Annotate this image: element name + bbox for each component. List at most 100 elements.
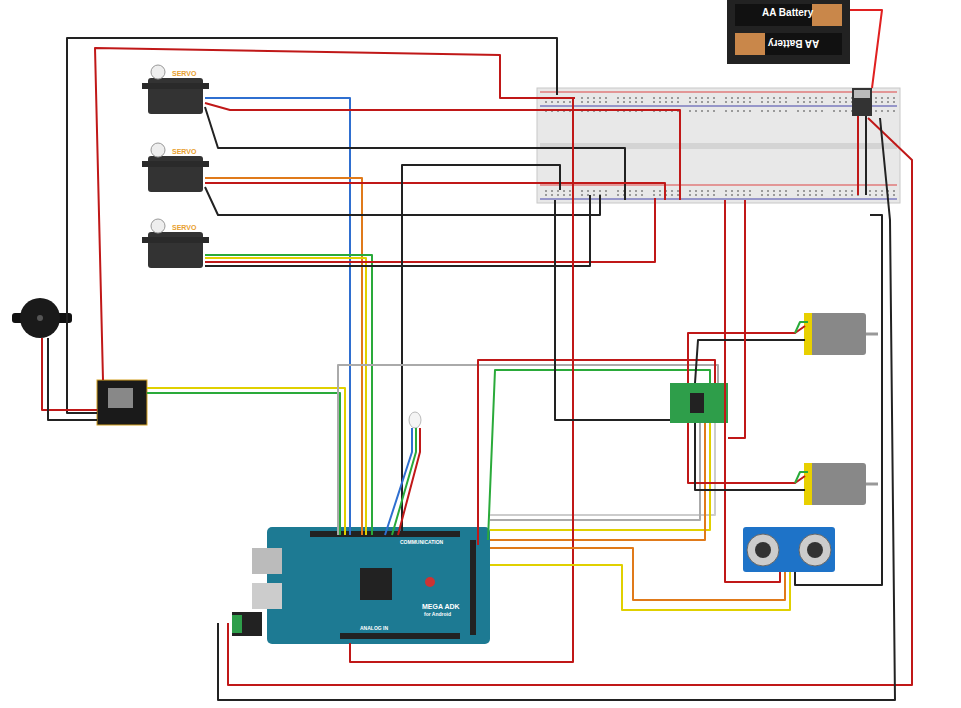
breadboard-hole (635, 97, 637, 99)
breadboard-hole (695, 97, 697, 99)
breadboard-hole (593, 194, 595, 196)
breadboard-hole (731, 110, 733, 112)
breadboard-hole (659, 97, 661, 99)
breadboard-hole (869, 190, 871, 192)
breadboard-hole (845, 97, 847, 99)
breadboard-hole (659, 101, 661, 103)
breadboard-hole (833, 97, 835, 99)
breadboard-hole (785, 194, 787, 196)
breadboard-hole (887, 110, 889, 112)
breadboard-hole (875, 194, 877, 196)
breadboard-hole (773, 194, 775, 196)
breadboard-hole (785, 110, 787, 112)
breadboard-hole (731, 190, 733, 192)
breadboard-hole (629, 194, 631, 196)
breadboard-hole (779, 190, 781, 192)
breadboard-hole (797, 110, 799, 112)
breadboard-hole (761, 101, 763, 103)
breadboard-hole (623, 101, 625, 103)
breadboard-hole (545, 101, 547, 103)
breadboard-hole (725, 110, 727, 112)
breadboard-hole (689, 101, 691, 103)
breadboard-hole (641, 194, 643, 196)
breadboard-hole (773, 110, 775, 112)
breadboard-hole (569, 101, 571, 103)
breadboard-hole (557, 101, 559, 103)
breadboard-hole (593, 190, 595, 192)
breadboard-hole (617, 190, 619, 192)
breadboard-hole (839, 194, 841, 196)
breadboard-hole (749, 194, 751, 196)
breadboard-hole (689, 194, 691, 196)
breadboard-hole (617, 97, 619, 99)
breadboard-hole (761, 110, 763, 112)
ultrasonic-sensor (743, 527, 835, 572)
wires (42, 10, 912, 700)
breadboard-hole (767, 101, 769, 103)
part-label: COMMUNICATION (400, 540, 443, 545)
breadboard-hole (785, 101, 787, 103)
breadboard-hole (887, 97, 889, 99)
breadboard-hole (707, 190, 709, 192)
breadboard-hole (893, 97, 895, 99)
breadboard-hole (653, 194, 655, 196)
breadboard-hole (587, 190, 589, 192)
breadboard-hole (809, 110, 811, 112)
breadboard-hole (779, 101, 781, 103)
dc-motor (804, 313, 878, 505)
breadboard-hole (851, 190, 853, 192)
breadboard-hole (767, 97, 769, 99)
breadboard-hole (701, 110, 703, 112)
breadboard-hole (599, 97, 601, 99)
breadboard-hole (797, 101, 799, 103)
breadboard-hole (779, 194, 781, 196)
breadboard-hole (767, 190, 769, 192)
breadboard-hole (569, 190, 571, 192)
breadboard-hole (767, 194, 769, 196)
voltage-regulator (852, 88, 872, 116)
breadboard-hole (557, 190, 559, 192)
breadboard-hole (725, 194, 727, 196)
breadboard-hole (893, 194, 895, 196)
breadboard-hole (821, 101, 823, 103)
breadboard-hole (635, 194, 637, 196)
breadboard-hole (737, 110, 739, 112)
breadboard-hole (665, 97, 667, 99)
breadboard-hole (653, 97, 655, 99)
breadboard-hole (725, 190, 727, 192)
breadboard-hole (707, 101, 709, 103)
breadboard-hole (809, 101, 811, 103)
breadboard-hole (821, 190, 823, 192)
breadboard-hole (893, 101, 895, 103)
breadboard (537, 88, 900, 203)
breadboard-hole (803, 190, 805, 192)
breadboard-hole (677, 190, 679, 192)
breadboard-hole (815, 190, 817, 192)
breadboard-hole (815, 110, 817, 112)
breadboard-hole (737, 190, 739, 192)
breadboard-hole (671, 97, 673, 99)
breadboard-hole (785, 97, 787, 99)
breadboard-hole (749, 190, 751, 192)
breadboard-hole (749, 110, 751, 112)
breadboard-hole (893, 190, 895, 192)
breadboard-hole (563, 194, 565, 196)
breadboard-hole (545, 190, 547, 192)
breadboard-hole (809, 190, 811, 192)
breadboard-hole (803, 110, 805, 112)
breadboard-hole (743, 110, 745, 112)
breadboard-hole (743, 101, 745, 103)
breadboard-hole (851, 194, 853, 196)
breadboard-hole (581, 97, 583, 99)
breadboard-hole (695, 110, 697, 112)
breadboard-hole (545, 194, 547, 196)
breadboard-hole (839, 101, 841, 103)
breadboard-hole (869, 194, 871, 196)
breadboard-hole (707, 97, 709, 99)
breadboard-hole (737, 194, 739, 196)
breadboard-hole (641, 190, 643, 192)
breadboard-hole (629, 190, 631, 192)
breadboard-hole (713, 101, 715, 103)
breadboard-hole (845, 110, 847, 112)
